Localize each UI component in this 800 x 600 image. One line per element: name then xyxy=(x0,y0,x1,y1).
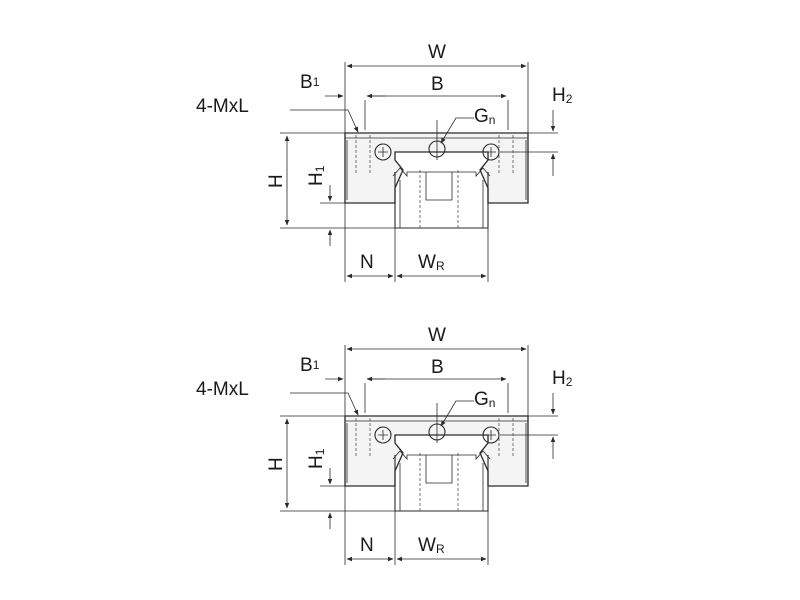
label-w: W xyxy=(428,42,446,63)
gn-leader xyxy=(440,400,474,427)
linear-guide-block-bottom xyxy=(344,402,529,512)
label-b: B xyxy=(431,357,444,378)
label-h1: H1 xyxy=(306,448,327,469)
label-n: N xyxy=(360,252,374,273)
label-b1: B1 xyxy=(300,355,320,376)
mxl-leader xyxy=(290,392,359,416)
label-gn: Gn xyxy=(474,106,495,127)
label-h2: H2 xyxy=(552,368,573,389)
mxl-leader xyxy=(290,109,359,133)
label-mxl: 4-MxL xyxy=(196,96,249,117)
linear-guide-block-top xyxy=(344,119,529,229)
gn-leader xyxy=(440,117,474,144)
diagram-top: W B B1 4-MxL Gn H2 H H1 N xyxy=(196,42,573,282)
label-b: B xyxy=(431,74,444,95)
diagram-bottom: W B B1 4-MxL Gn H2 H H1 N WR xyxy=(196,325,573,565)
label-h: H xyxy=(266,457,287,471)
label-gn: Gn xyxy=(474,389,495,410)
label-wr: WR xyxy=(418,535,445,556)
label-h: H xyxy=(266,174,287,188)
label-h1: H1 xyxy=(306,165,327,186)
label-mxl: 4-MxL xyxy=(196,379,249,400)
label-wr: WR xyxy=(418,252,445,273)
label-w: W xyxy=(428,325,446,346)
label-b1: B1 xyxy=(300,72,320,93)
label-n: N xyxy=(360,535,374,556)
label-h2: H2 xyxy=(552,85,573,106)
